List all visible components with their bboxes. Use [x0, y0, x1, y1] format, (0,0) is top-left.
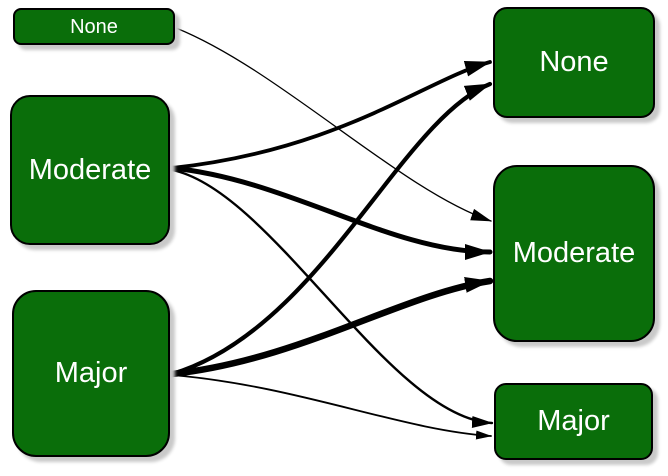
edge-major-to-major [171, 374, 492, 440]
edge-moderate-to-none [170, 60, 492, 170]
edge-major-to-moderate [168, 276, 494, 378]
node-label-left-major: Major [54, 357, 128, 389]
node-label-left-none: None [70, 15, 118, 38]
edge-none-to-moderate [175, 27, 492, 222]
node-left-none[interactable]: None [13, 8, 175, 45]
edge-moderate-to-moderate [169, 165, 493, 260]
node-right-moderate[interactable]: Moderate [493, 165, 655, 342]
node-right-none[interactable]: None [493, 7, 655, 118]
node-label-right-major: Major [537, 405, 610, 437]
node-label-left-moderate: Moderate [28, 153, 152, 186]
edge-major-to-none [169, 81, 493, 377]
node-label-right-moderate: Moderate [512, 237, 636, 269]
node-label-right-none: None [539, 46, 609, 78]
node-left-major[interactable]: Major [12, 290, 170, 457]
node-left-moderate[interactable]: Moderate [10, 95, 170, 245]
node-right-major[interactable]: Major [494, 383, 653, 460]
edge-moderate-to-major [170, 168, 494, 428]
edge-group [168, 27, 494, 440]
